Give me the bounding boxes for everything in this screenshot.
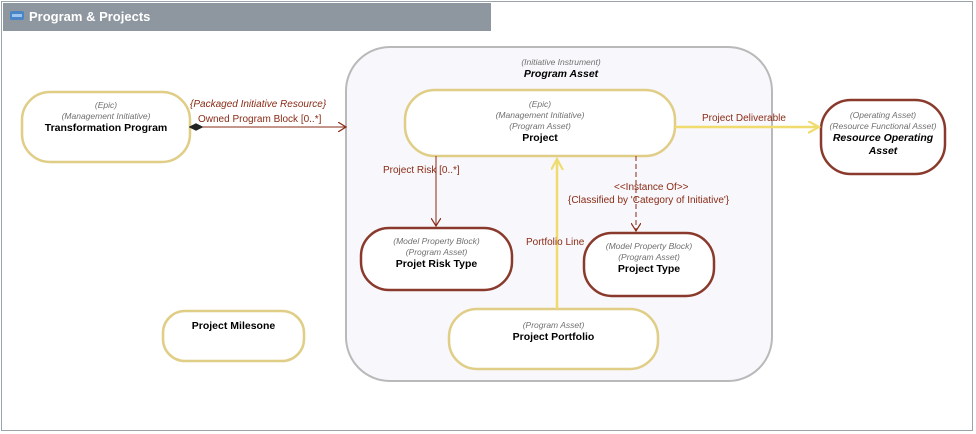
project-risk-label: Project Risk [0..*] (383, 165, 460, 176)
stereotype-resource-functional-asset: (Resource Functional Asset) (829, 121, 937, 131)
project-name: Project (522, 132, 558, 144)
projet-risk-type-node[interactable] (359, 226, 514, 292)
stereotype-epic: (Epic) (528, 99, 552, 109)
project-deliverable-label: Project Deliverable (702, 113, 786, 124)
stereotype-epic: (Epic) (94, 100, 118, 110)
project-portfolio-name: Project Portfolio (512, 331, 595, 343)
diagram-title: Program & Projects (29, 9, 151, 24)
stereotype-program-asset: (Program Asset) (618, 252, 680, 262)
instance-of-label: <<Instance Of>> (614, 182, 689, 193)
composition-diamond (188, 123, 204, 131)
transformation-program-label: (Epic) (Management Initiative) Transform… (22, 100, 190, 135)
stereotype-management-initiative: (Management Initiative) (495, 110, 585, 120)
stereotype-model-property-block: (Model Property Block) (605, 241, 693, 251)
resource-operating-asset-node[interactable] (819, 98, 947, 176)
project-milesone-node[interactable] (161, 309, 306, 363)
stereotype-program-asset: (Program Asset) (522, 320, 585, 330)
diagram-icon (10, 11, 24, 20)
portfolio-line-label: Portfolio Line (526, 237, 585, 248)
stereotype-model-property-block: (Model Property Block) (393, 236, 480, 246)
stereotype-program-asset: (Program Asset) (405, 247, 468, 257)
transformation-program-name: Transformation Program (44, 122, 168, 134)
program-asset-group-label: (Initiative Instrument) Program Asset (486, 57, 636, 81)
project-type-node[interactable] (582, 231, 716, 298)
project-node[interactable] (403, 88, 677, 158)
project-milesone-label: Project Milesone (163, 320, 304, 333)
group-name: Program Asset (523, 68, 599, 80)
project-type-label: (Model Property Block) (Program Asset) P… (584, 241, 714, 276)
projet-risk-type-name: Projet Risk Type (395, 258, 478, 270)
classified-by-label: {Classified by 'Category of Initiative'} (568, 195, 730, 206)
owned-program-block-label: Owned Program Block [0..*] (198, 114, 322, 125)
project-label: (Epic) (Management Initiative) (Program … (405, 99, 675, 145)
diagram-title-bar: Program & Projects (3, 3, 491, 31)
stereotype-program-asset: (Program Asset) (509, 121, 571, 131)
stereotype-operating-asset: (Operating Asset) (849, 110, 917, 120)
projet-risk-type-label: (Model Property Block) (Program Asset) P… (361, 236, 512, 271)
stereotype-management-initiative: (Management Initiative) (61, 111, 151, 121)
packaged-initiative-resource-label: {Packaged Initiative Resource} (190, 99, 327, 110)
group-stereotype: (Initiative Instrument) (521, 57, 601, 67)
project-portfolio-node[interactable] (447, 307, 660, 371)
project-portfolio-label: (Program Asset) Project Portfolio (449, 320, 658, 344)
project-milesone-name: Project Milesone (191, 320, 276, 332)
resource-operating-asset-name: Resource Operating Asset (832, 132, 934, 157)
project-type-name: Project Type (617, 263, 681, 275)
resource-operating-asset-label: (Operating Asset) (Resource Functional A… (821, 110, 945, 158)
